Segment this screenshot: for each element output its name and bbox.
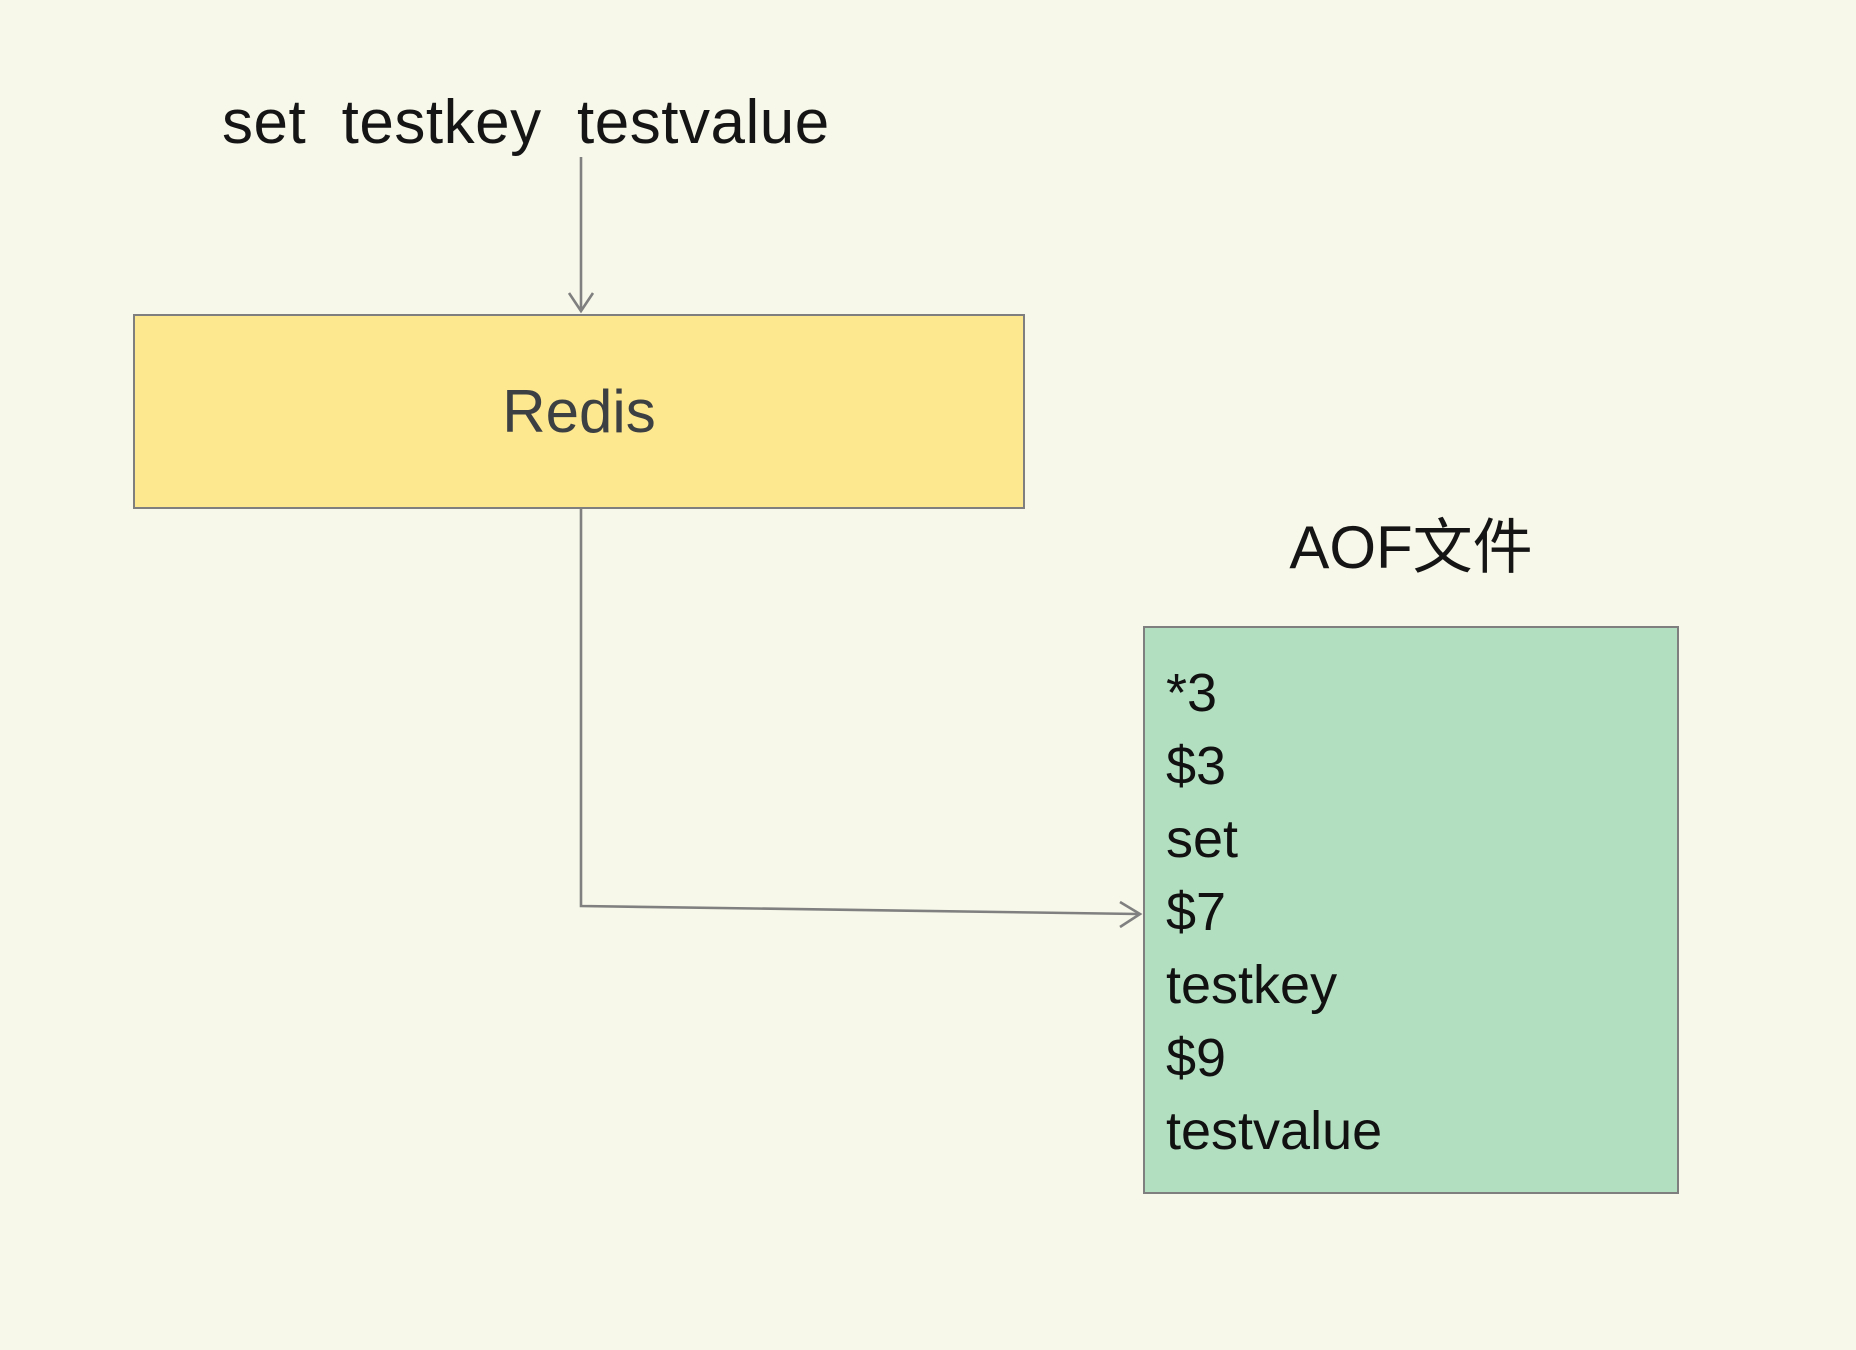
redis-to-aof-arrow — [579, 509, 1143, 929]
command-to-redis-arrow — [567, 157, 595, 314]
aof-line: $3 — [1166, 736, 1227, 796]
aof-line: $9 — [1166, 1028, 1227, 1088]
command-text: set testkey testvalue — [222, 88, 830, 157]
redis-node: Redis — [133, 314, 1025, 509]
aof-line: set — [1166, 809, 1239, 869]
aof-line: testkey — [1166, 955, 1338, 1015]
aof-line: $7 — [1166, 882, 1227, 942]
aof-line: testvalue — [1166, 1101, 1383, 1161]
aof-line: *3 — [1166, 663, 1218, 723]
aof-file-title: AOF文件 — [1289, 514, 1533, 581]
aof-file-node: *3 $3 set $7 testkey $9 testvalue — [1143, 626, 1679, 1194]
redis-node-label: Redis — [502, 378, 656, 445]
